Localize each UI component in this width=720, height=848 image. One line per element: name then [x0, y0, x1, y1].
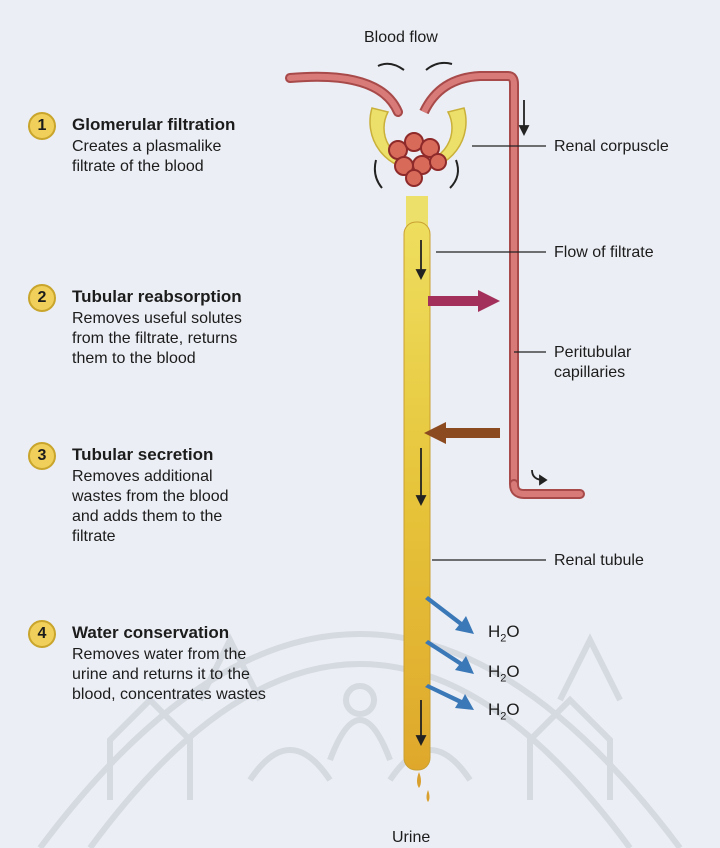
glomerulus [389, 133, 446, 186]
step-title: Tubular reabsorption [72, 287, 242, 307]
urine-label: Urine [392, 828, 430, 848]
efferent-arteriole [424, 76, 514, 484]
renal-tubule-label: Renal tubule [554, 551, 644, 571]
step-number-badge: 1 [28, 112, 56, 140]
step-title: Glomerular filtration [72, 115, 235, 135]
blood-flow-arrow-left [378, 64, 404, 70]
renal-corpuscle-label: Renal corpuscle [554, 137, 669, 157]
blood-flow-arrow-right [426, 63, 452, 70]
step-description: Removes useful solutes from the filtrate… [72, 309, 352, 369]
water-label: H2O [488, 622, 520, 644]
step-title: Water conservation [72, 623, 229, 643]
blood-flow-label: Blood flow [364, 28, 438, 48]
step-number-badge: 4 [28, 620, 56, 648]
water-label: H2O [488, 700, 520, 722]
urine-drops [417, 772, 430, 802]
reabsorption-arrow [428, 290, 500, 312]
secretion-arrow [424, 422, 500, 444]
step-number-badge: 2 [28, 284, 56, 312]
step-description: Removes additional wastes from the blood… [72, 467, 352, 547]
water-label: H2O [488, 662, 520, 684]
water-arrows [425, 596, 474, 710]
step-description: Creates a plasmalike filtrate of the blo… [72, 137, 352, 177]
peritubular-capillaries-label: Peritubular capillaries [554, 343, 631, 383]
step-number-badge: 3 [28, 442, 56, 470]
step-description: Removes water from the urine and returns… [72, 645, 352, 705]
step-title: Tubular secretion [72, 445, 213, 465]
flow-of-filtrate-label: Flow of filtrate [554, 243, 654, 263]
